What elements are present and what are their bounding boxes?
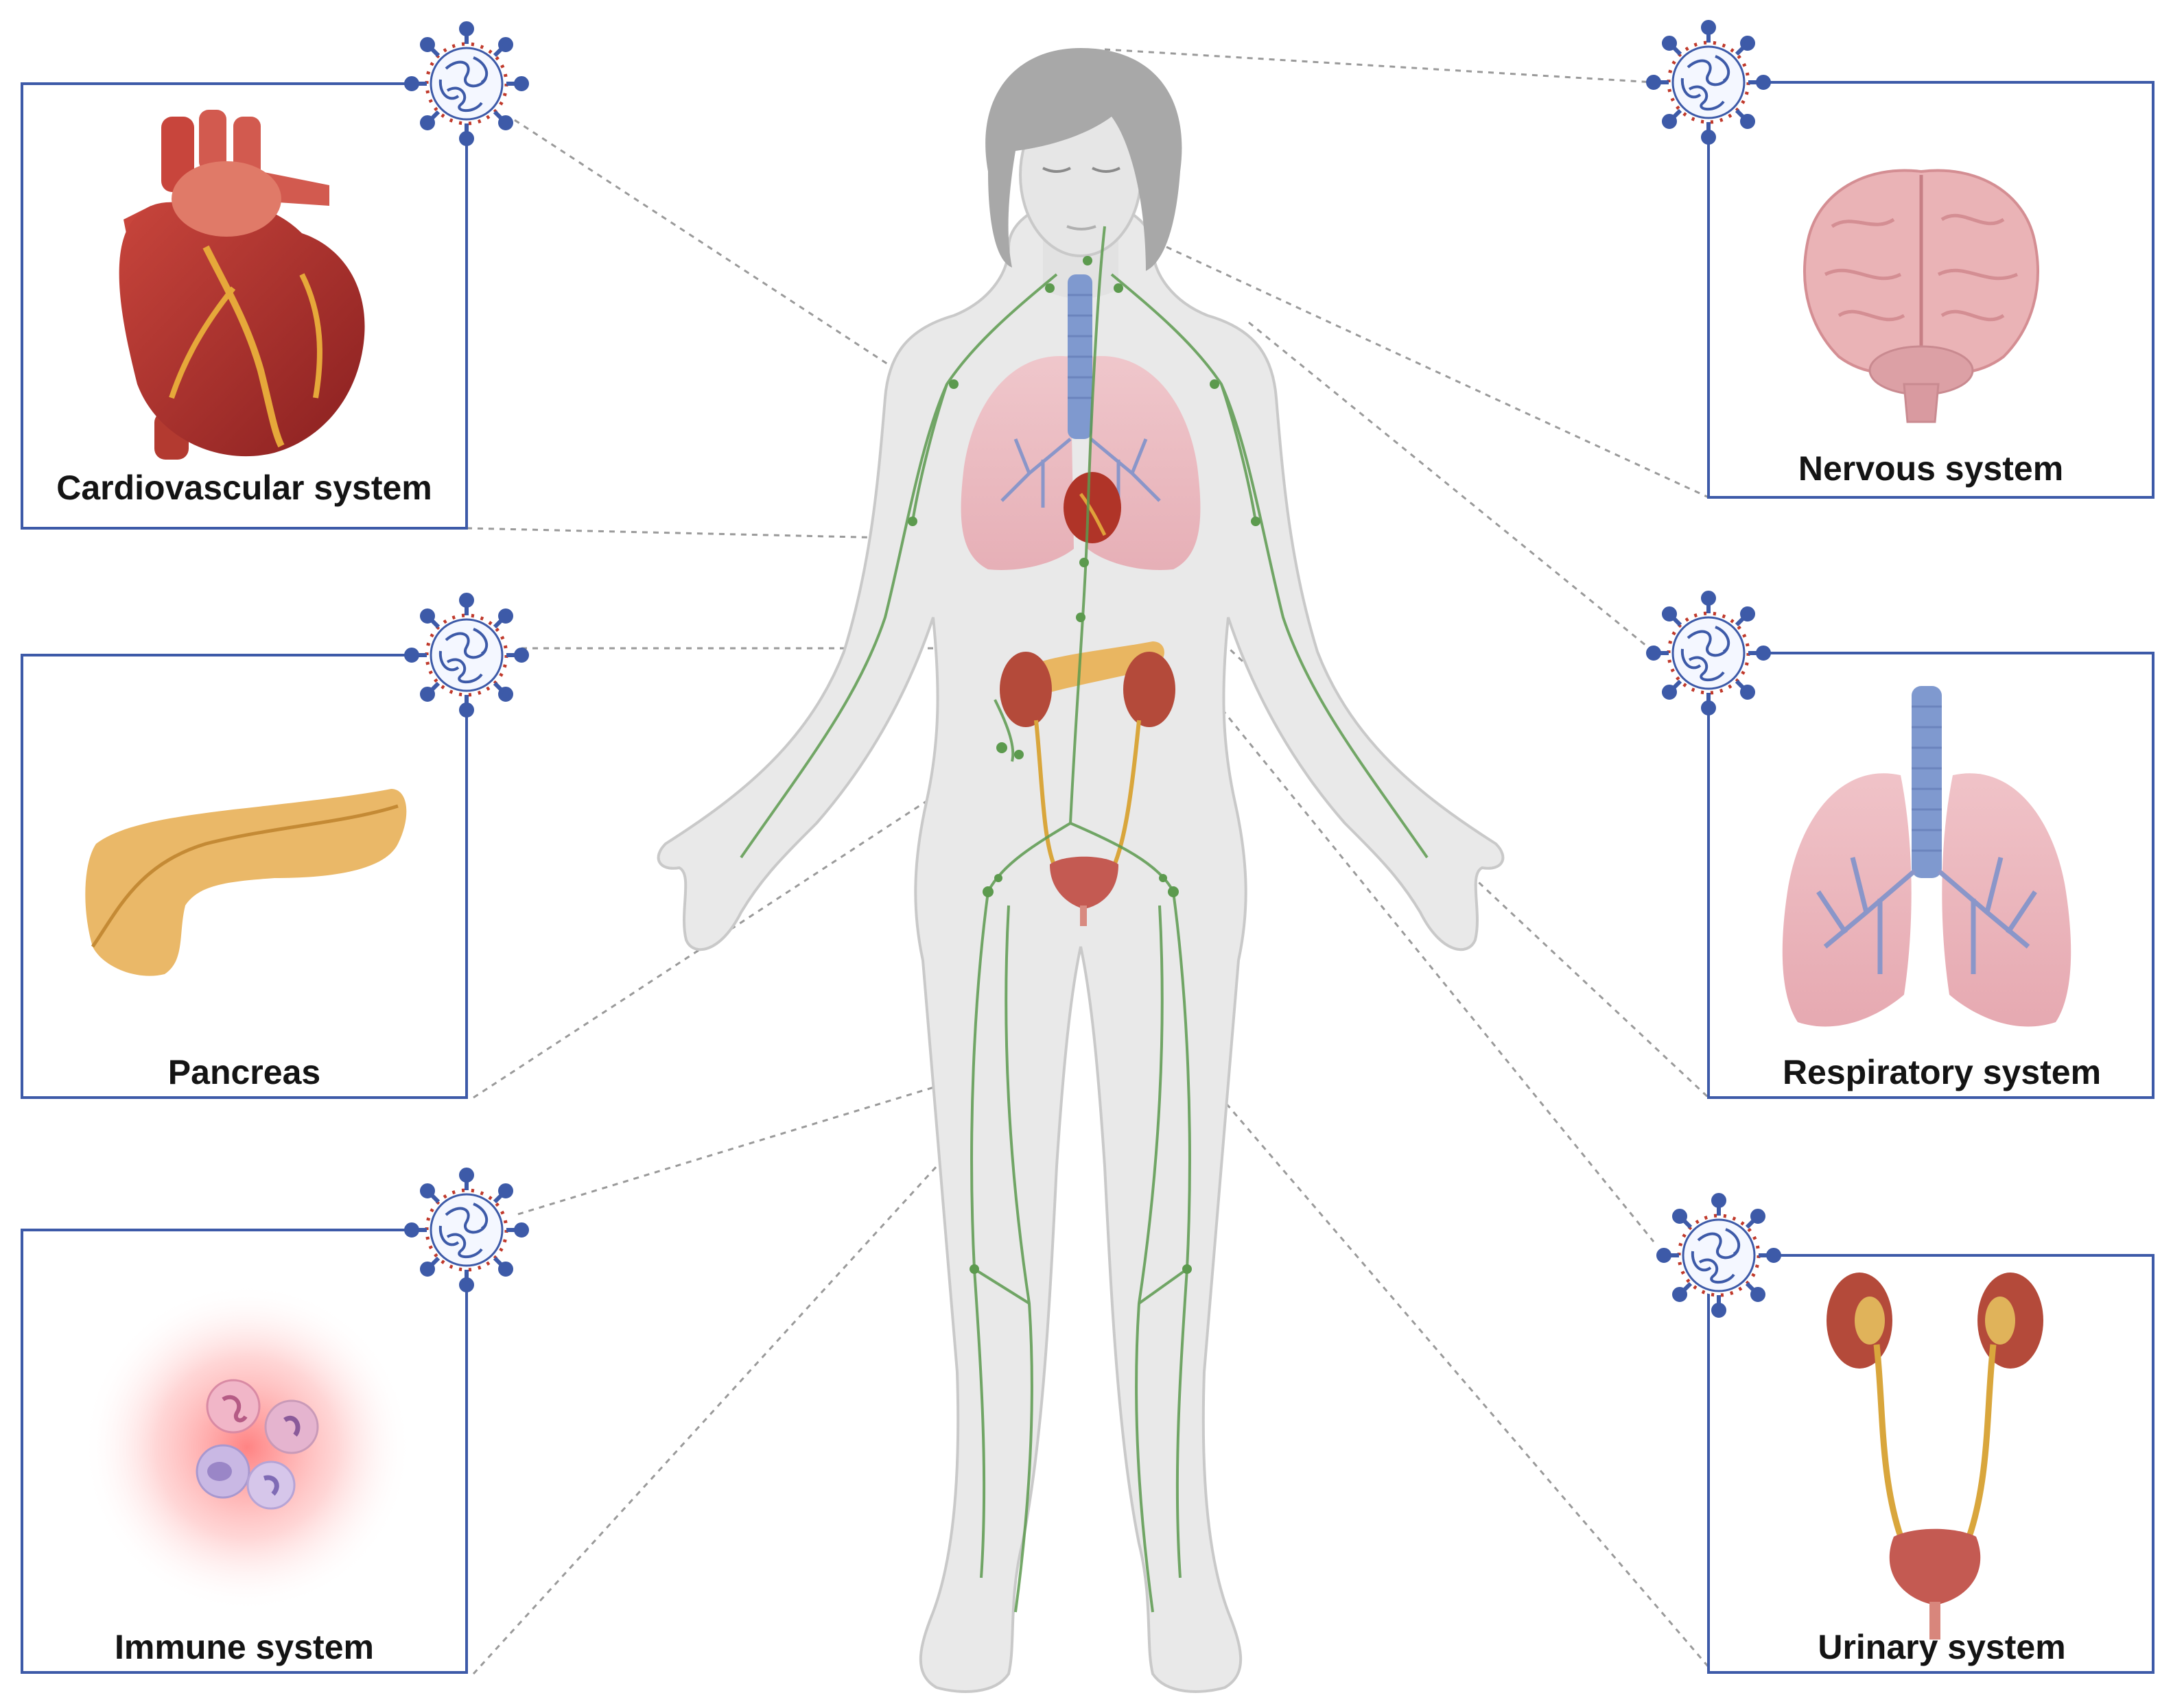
connector-nervous-body (1166, 246, 1709, 499)
panel-label-pancreas: Pancreas (168, 1053, 320, 1091)
immune-cells-icon (82, 1283, 412, 1612)
panel-nervous: Nervous system (1648, 22, 2154, 499)
pancreas-icon (85, 789, 407, 976)
coronavirus-icon (1658, 1195, 1779, 1316)
connector-urinary-virus (1124, 589, 1655, 1242)
panel-label-cardiovascular: Cardiovascular system (56, 469, 432, 507)
lymph-nodes (908, 256, 1260, 1274)
panel-label-urinary: Urinary system (1818, 1628, 2065, 1666)
panel-label-immune: Immune system (115, 1628, 374, 1666)
lymphatic-vessels (740, 226, 1429, 1613)
panel-cardiovascular: Cardiovascular system (21, 23, 527, 530)
coronavirus-icon (406, 1170, 527, 1290)
connector-immune-virus (517, 1076, 968, 1216)
hair (985, 48, 1182, 271)
heart-icon (119, 110, 365, 460)
connector-immune-body (472, 1124, 976, 1675)
panel-label-nervous: Nervous system (1798, 449, 2063, 488)
brain-icon (1803, 169, 2039, 423)
coronavirus-icon (1648, 593, 1769, 713)
panel-immune: Immune system (21, 1170, 527, 1674)
connector-respiratory-virus (1248, 321, 1654, 653)
body-bladder (1050, 856, 1118, 909)
connector-cardio-heart (466, 527, 1071, 543)
lungs-icon (1782, 686, 2071, 1027)
connector-nervous-virus (1104, 48, 1654, 84)
body-heart (1064, 472, 1121, 543)
panel-urinary: Urinary system (1658, 1195, 2154, 1674)
coronavirus-icon (406, 595, 527, 715)
coronavirus-icon (406, 23, 527, 144)
panel-respiratory: Respiratory system (1648, 593, 2154, 1099)
panel-label-respiratory: Respiratory system (1783, 1053, 2101, 1091)
panel-pancreas: Pancreas (21, 595, 527, 1099)
body-kidney-left (1000, 652, 1052, 727)
human-body-lymphatic-icon (657, 48, 1505, 1693)
body-lungs (961, 356, 1074, 570)
urinary-tract-icon (1827, 1273, 2043, 1640)
body-silhouette (657, 198, 1505, 1693)
body-kidney-right (1123, 652, 1175, 727)
coronavirus-icon (1648, 22, 1769, 143)
